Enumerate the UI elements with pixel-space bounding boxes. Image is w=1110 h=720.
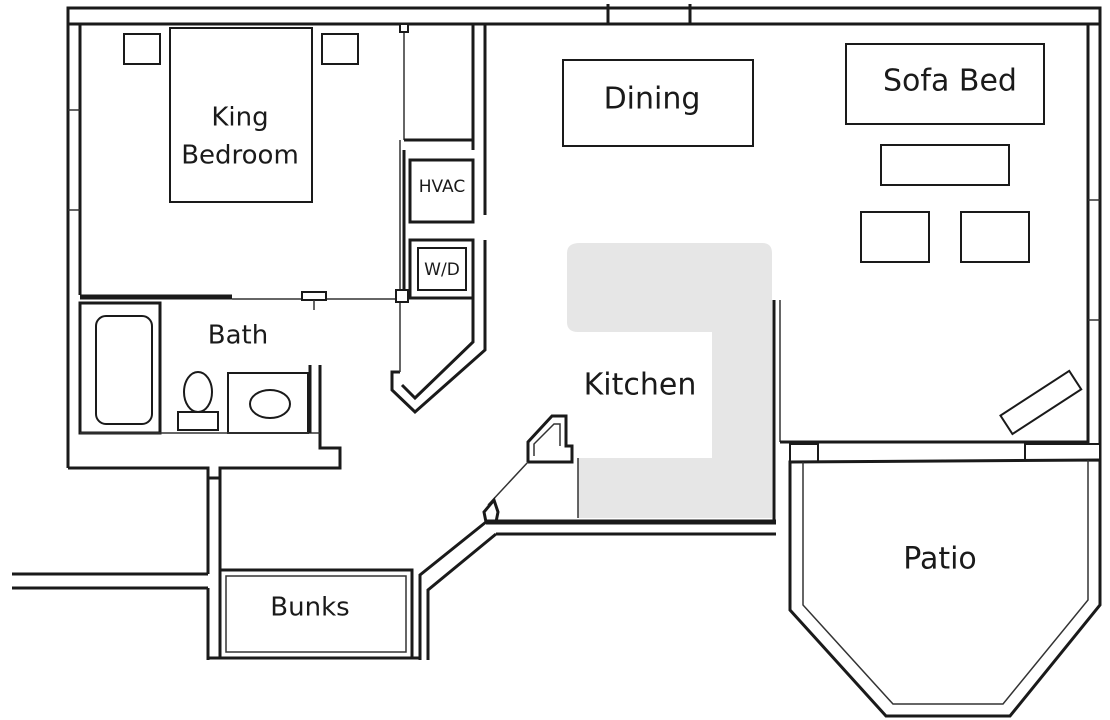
kitchen-label: Kitchen (584, 368, 697, 403)
dining-table (562, 59, 754, 147)
patio-label: Patio (903, 542, 977, 577)
wd-label: W/D (424, 260, 460, 280)
patio: Patio (788, 458, 1102, 718)
hvac-closet (408, 158, 475, 224)
outer-walls (12, 4, 1102, 660)
kitchen: Kitchen (487, 243, 781, 520)
kitchen-counter (567, 243, 772, 518)
nightstand-right (321, 33, 359, 65)
living-area: Sofa Bed (845, 43, 1083, 436)
coffee-table (880, 144, 1010, 186)
top-wall (66, 6, 1102, 26)
king-bedroom-label-1: King (211, 103, 268, 133)
bathtub (95, 315, 153, 425)
king-bedroom: King Bedroom (80, 27, 400, 310)
closet-post (399, 23, 409, 33)
bath-label: Bath (208, 321, 268, 351)
lower-walls (418, 440, 1101, 660)
bottom-left-wall (68, 365, 342, 480)
bunks-inner (225, 575, 407, 653)
corridor-diag-1 (418, 520, 487, 660)
nightstand-left (123, 33, 161, 65)
bath: Bath (78, 301, 320, 435)
hvac-label: HVAC (419, 177, 466, 197)
sofa-bed-label: Sofa Bed (883, 64, 1017, 99)
tv-console (999, 369, 1083, 436)
bunks: Bunks (208, 568, 420, 660)
sofa-bed (845, 43, 1045, 125)
wd-unit (417, 247, 467, 291)
patio-outline-inner (802, 460, 1089, 705)
dining: Dining (562, 59, 754, 147)
core-angled-wall-inner (400, 240, 475, 401)
armchair-right (960, 211, 1030, 263)
toilet-bowl (183, 371, 213, 413)
utility-core: HVAC W/D (390, 23, 487, 415)
patio-post-right (1024, 443, 1101, 461)
fridge-inner (533, 423, 561, 456)
entry-diagonal-outer (482, 496, 500, 523)
sink (249, 389, 291, 419)
armchair-left (860, 211, 930, 263)
corridor-diag-2 (426, 532, 497, 660)
patio-outline-outer (788, 458, 1102, 718)
toilet-tank (177, 411, 219, 431)
king-bedroom-label-2: Bedroom (181, 141, 299, 171)
patio-post-left (789, 443, 819, 463)
bunks-label: Bunks (270, 593, 349, 623)
king-bed (169, 27, 313, 203)
core-post (395, 289, 409, 303)
bedroom-door-jamb (301, 291, 327, 301)
dining-label: Dining (604, 82, 701, 117)
fridge-outline (526, 414, 574, 464)
core-angled-wall-outer (390, 240, 487, 415)
